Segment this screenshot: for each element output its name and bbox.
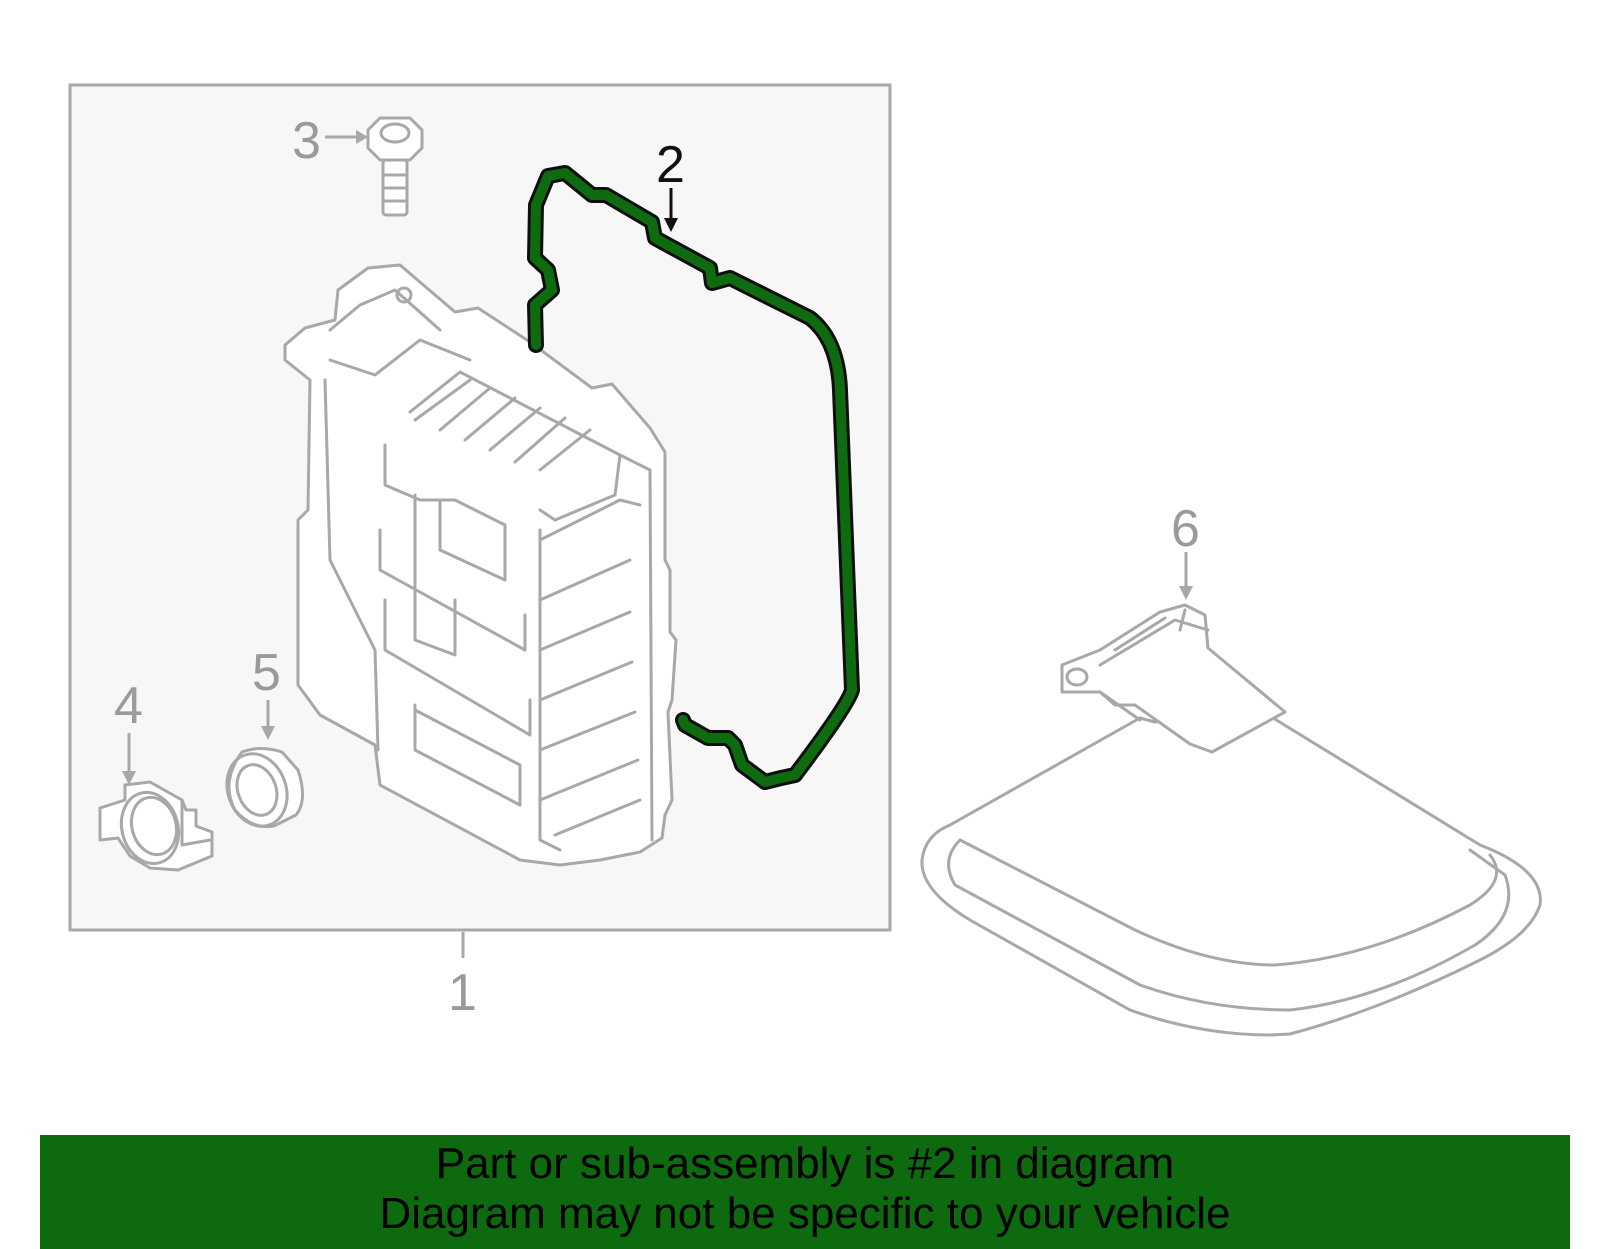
arrow-4 [122,771,136,785]
arrow-3 [356,130,368,144]
arrow-5 [261,726,275,740]
banner-line-1: Part or sub-assembly is #2 in diagram [435,1139,1175,1188]
callout-3: 3 [292,112,321,170]
seal-part-5 [225,747,304,829]
info-banner: Part or sub-assembly is #2 in diagram Di… [40,1135,1570,1249]
clip-part-4 [98,780,214,872]
gasket-part-2 [527,165,860,790]
callout-5: 5 [252,644,281,702]
arrow-2 [664,218,678,232]
callout-1: 1 [448,964,477,1022]
filter-part-6 [920,603,1542,1037]
callout-2: 2 [656,136,685,194]
callout-4: 4 [114,677,143,735]
valve-body-part-1 [283,263,678,867]
arrow-6 [1179,586,1193,600]
bolt-part-3 [366,116,424,217]
banner-line-2: Diagram may not be specific to your vehi… [379,1189,1231,1238]
callout-6: 6 [1171,500,1200,558]
